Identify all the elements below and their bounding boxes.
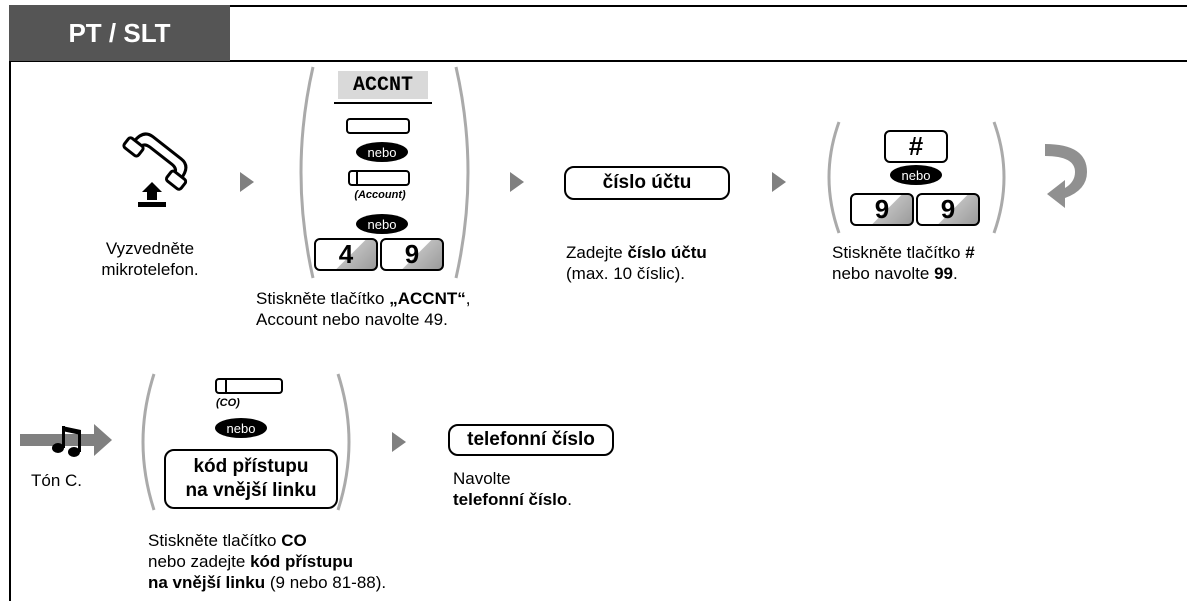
frame-header-divider — [9, 60, 1187, 62]
left-paren — [130, 372, 158, 517]
left-paren — [817, 120, 843, 240]
accnt-flexible-key — [346, 118, 410, 134]
repeat-arrow-icon — [1043, 136, 1093, 223]
co-key-divider — [215, 378, 227, 394]
dial-key-4: 4 — [314, 238, 378, 271]
or-badge: nebo — [890, 165, 942, 185]
next-step-arrow-icon — [510, 172, 524, 197]
step3-caption: Zadejte číslo účtu (max. 10 číslic). — [566, 243, 707, 283]
display-underline — [334, 102, 432, 104]
co-key-label: (CO) — [216, 397, 240, 409]
hash-key: # — [884, 130, 948, 163]
next-step-arrow-icon — [772, 172, 786, 197]
phone-step-caption: Navolte telefonní číslo. — [453, 469, 573, 509]
frame-top-border — [9, 5, 1187, 7]
phone-number-box: telefonní číslo — [448, 424, 614, 456]
frame-left-border — [9, 62, 11, 601]
confirmation-tone-icon — [20, 420, 112, 465]
account-number-box: číslo účtu — [564, 166, 730, 200]
step2-caption: Stiskněte tlačítko „ACCNT“, Account nebo… — [256, 289, 471, 329]
next-step-arrow-icon — [392, 432, 406, 457]
co-step-caption: Stiskněte tlačítko CO nebo zadejte kód p… — [148, 531, 387, 592]
next-step-arrow-icon — [240, 172, 254, 197]
step4-caption: Stiskněte tlačítko # nebo navolte 99. — [832, 243, 975, 283]
right-paren — [334, 372, 362, 517]
co-key — [215, 378, 283, 394]
or-badge: nebo — [356, 142, 408, 162]
right-paren — [990, 120, 1016, 240]
account-key — [348, 170, 410, 186]
dial-key-9: 9 — [850, 193, 914, 226]
left-paren — [287, 65, 317, 285]
dial-key-9: 9 — [916, 193, 980, 226]
right-paren — [452, 65, 482, 285]
account-key-divider — [348, 170, 358, 186]
or-badge: nebo — [215, 418, 267, 438]
header-tab: PT / SLT — [9, 5, 230, 61]
handset-offhook-icon — [108, 122, 204, 219]
account-key-label: (Account) — [354, 189, 406, 201]
step1-caption: Vyzvedněte mikrotelefon. — [101, 239, 199, 279]
tone-caption: Tón C. — [31, 471, 83, 490]
or-badge: nebo — [356, 214, 408, 234]
accnt-display-key: ACCNT — [338, 71, 428, 99]
access-code-box: kód přístupu na vnější linku — [164, 449, 338, 509]
dial-key-9: 9 — [380, 238, 444, 271]
